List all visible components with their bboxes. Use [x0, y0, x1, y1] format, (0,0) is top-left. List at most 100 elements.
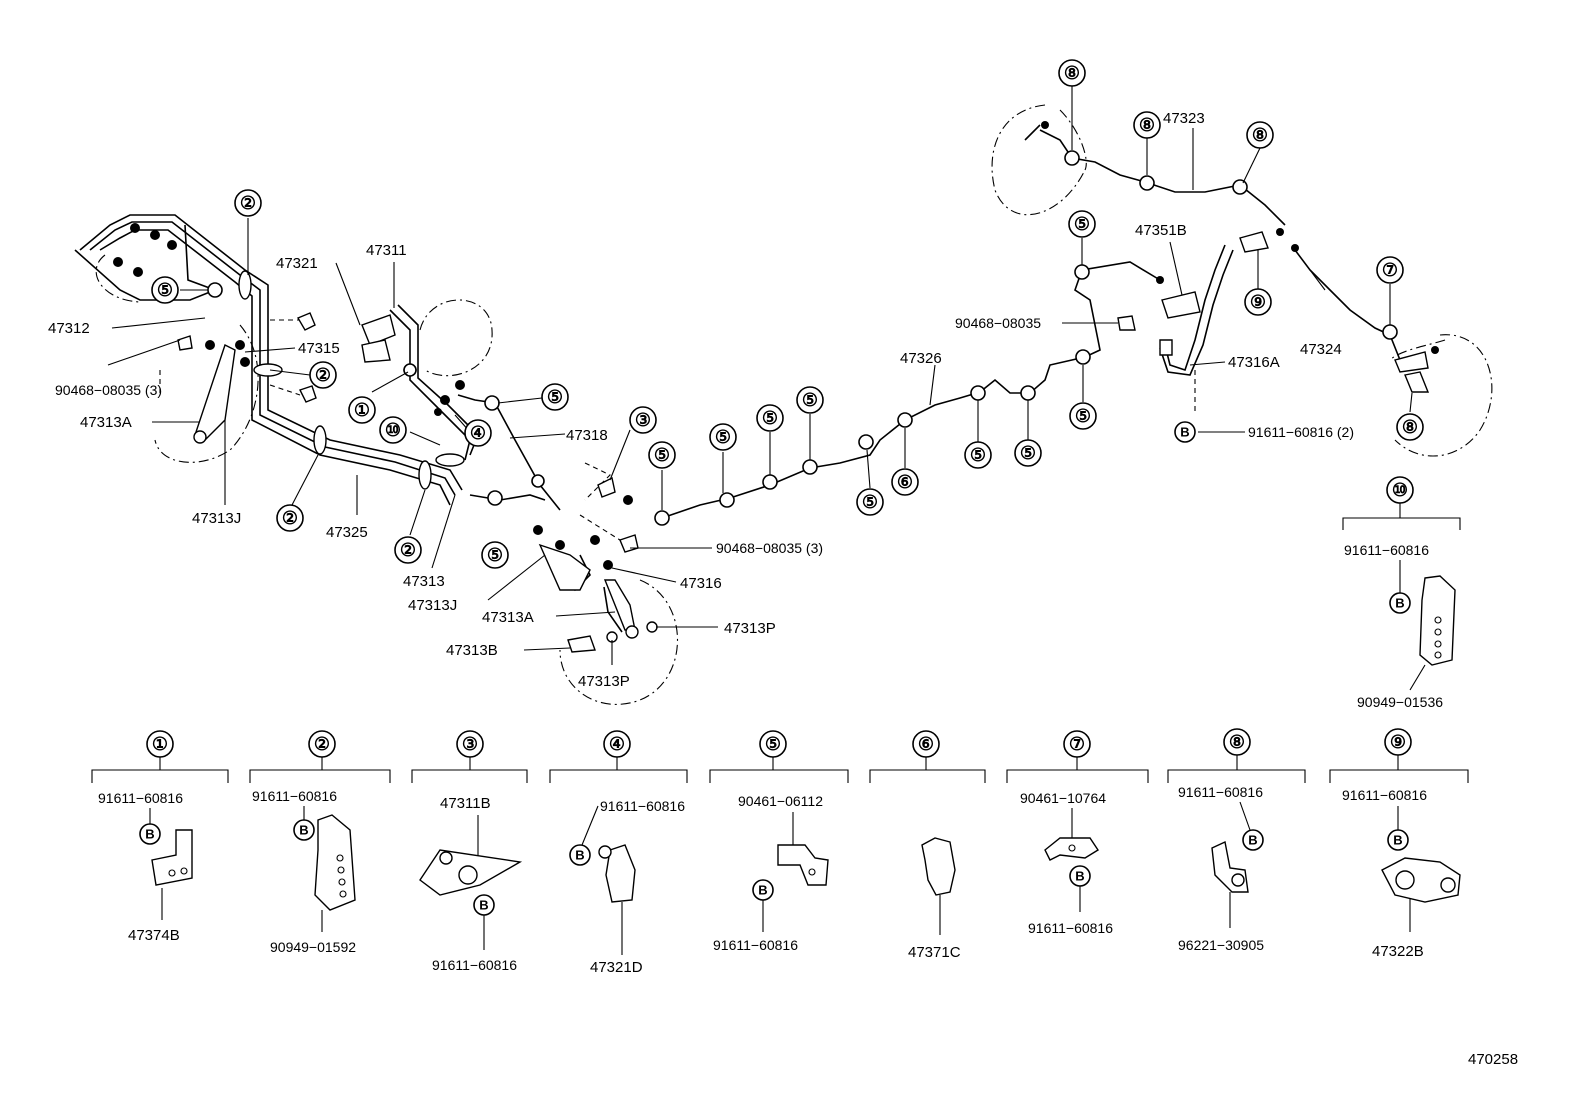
main-part-labels: 47312 90468−08035 (3) 47313A 47313J 4731… — [48, 110, 1354, 690]
svg-text:②: ② — [314, 734, 330, 754]
svg-text:⑨: ⑨ — [1390, 732, 1406, 752]
callout-2: ② — [234, 189, 262, 217]
svg-text:⑤: ⑤ — [765, 734, 781, 754]
svg-text:④: ④ — [470, 423, 486, 443]
main-callouts: ② ⑤ ② ① ⑩ ④ ⑤ ③ ⑤ ⑤ ⑤ ⑤ ⑤ ⑥ ⑤ ⑤ ⑤ ⑤ ② ② … — [151, 59, 1424, 569]
part-label-47316a: 47316A — [1228, 354, 1280, 371]
svg-text:⑤: ⑤ — [654, 445, 670, 465]
callout-7: ⑦ — [1376, 256, 1404, 284]
svg-text:⑤: ⑤ — [715, 427, 731, 447]
detail-group-2: ② 91611−60816 B 90949−01592 — [249, 730, 391, 955]
svg-text:B: B — [1393, 833, 1402, 848]
svg-text:⑩: ⑩ — [385, 420, 401, 440]
part-label-47318: 47318 — [566, 427, 608, 444]
svg-text:⑧: ⑧ — [1229, 732, 1245, 752]
svg-text:⑤: ⑤ — [762, 408, 778, 428]
svg-text:⑥: ⑥ — [918, 734, 934, 754]
svg-text:47322B: 47322B — [1372, 943, 1424, 960]
svg-text:⑤: ⑤ — [1074, 214, 1090, 234]
svg-text:②: ② — [240, 193, 256, 213]
part-label-47312: 47312 — [48, 320, 90, 337]
part-label-47313a: 47313A — [80, 414, 132, 431]
svg-text:③: ③ — [462, 734, 478, 754]
callout-8: ⑧ — [1133, 111, 1161, 139]
svg-text:②: ② — [282, 508, 298, 528]
part-label-90468-08035-3: 90468−08035 (3) — [55, 382, 162, 398]
svg-text:⑧: ⑧ — [1139, 115, 1155, 135]
svg-text:90461−10764: 90461−10764 — [1020, 790, 1106, 806]
pipe-clips — [207, 150, 1398, 526]
part-label-47323: 47323 — [1163, 110, 1205, 127]
svg-text:91611−60816: 91611−60816 — [252, 788, 337, 804]
part-label-47313: 47313 — [403, 573, 445, 590]
callout-2: ② — [394, 536, 422, 564]
part-label-47325: 47325 — [326, 524, 368, 541]
svg-text:91611−60816: 91611−60816 — [98, 790, 183, 806]
svg-text:⑤: ⑤ — [862, 492, 878, 512]
bolt-callout: B — [1174, 421, 1196, 443]
callout-3: ③ — [629, 406, 657, 434]
callout-5: ⑤ — [481, 541, 509, 569]
detail-group-8: ⑧ 91611−60816 B 96221−30905 — [1167, 728, 1306, 953]
part-label-47313b: 47313B — [446, 642, 498, 659]
svg-text:⑧: ⑧ — [1402, 417, 1418, 437]
svg-text:⑤: ⑤ — [1020, 443, 1036, 463]
svg-text:③: ③ — [635, 410, 651, 430]
callout-5: ⑤ — [151, 276, 179, 304]
svg-text:91611−60816: 91611−60816 — [600, 798, 685, 814]
part-label-47326: 47326 — [900, 350, 942, 367]
detail-group-10: ⑩ 91611−60816 B 90949−01536 — [1342, 476, 1461, 710]
svg-text:⑧: ⑧ — [1252, 125, 1268, 145]
callout-5: ⑤ — [1014, 439, 1042, 467]
svg-text:91611−60816: 91611−60816 — [1028, 920, 1113, 936]
svg-text:②: ② — [400, 540, 416, 560]
svg-text:B: B — [299, 823, 308, 838]
callout-4: ④ — [464, 419, 492, 447]
part-label-47313j-lower: 47313J — [408, 597, 457, 614]
boundary-outlines — [95, 104, 1493, 705]
svg-text:47311B: 47311B — [440, 795, 491, 812]
part-label-47324: 47324 — [1300, 341, 1342, 358]
callout-8: ⑧ — [1396, 413, 1424, 441]
detail-group-7: ⑦ 90461−10764 B 91611−60816 — [1006, 730, 1149, 936]
detail-group-6: ⑥ 47371C — [869, 730, 986, 961]
svg-text:B: B — [1248, 833, 1257, 848]
callout-5: ⑤ — [709, 423, 737, 451]
svg-text:②: ② — [315, 365, 331, 385]
svg-text:⑤: ⑤ — [1075, 406, 1091, 426]
svg-text:90461−06112: 90461−06112 — [738, 793, 823, 809]
svg-text:B: B — [1395, 596, 1404, 611]
part-label-47311: 47311 — [366, 242, 407, 259]
svg-text:⑤: ⑤ — [547, 387, 563, 407]
svg-text:47321D: 47321D — [590, 959, 643, 976]
part-label-47313a-lower: 47313A — [482, 609, 534, 626]
callout-1: ① — [348, 396, 376, 424]
callout-5: ⑤ — [541, 383, 569, 411]
svg-text:⑤: ⑤ — [157, 280, 173, 300]
svg-text:96221−30905: 96221−30905 — [1178, 937, 1264, 953]
svg-text:①: ① — [354, 400, 370, 420]
svg-text:47371C: 47371C — [908, 944, 961, 961]
callout-5: ⑤ — [1069, 402, 1097, 430]
detail-group-9: ⑨ 91611−60816 B 47322B — [1329, 728, 1469, 960]
svg-text:①: ① — [152, 734, 168, 754]
svg-text:91611−60816: 91611−60816 — [1342, 787, 1427, 803]
callout-2: ② — [276, 504, 304, 532]
svg-text:⑧: ⑧ — [1064, 63, 1080, 83]
svg-text:⑨: ⑨ — [1250, 292, 1266, 312]
svg-text:B: B — [145, 827, 154, 842]
callout-5: ⑤ — [856, 488, 884, 516]
svg-text:⑤: ⑤ — [802, 390, 818, 410]
svg-text:④: ④ — [609, 734, 625, 754]
part-label-47351b: 47351B — [1135, 222, 1187, 239]
callout-5: ⑤ — [964, 441, 992, 469]
svg-text:B: B — [479, 898, 488, 913]
part-label-91611-60816-2: 91611−60816 (2) — [1248, 424, 1354, 440]
svg-text:B: B — [758, 883, 767, 898]
fittings — [113, 121, 1439, 653]
callout-5: ⑤ — [1068, 210, 1096, 238]
svg-text:91611−60816: 91611−60816 — [1344, 542, 1429, 558]
svg-text:91611−60816: 91611−60816 — [432, 957, 517, 973]
svg-text:47374B: 47374B — [128, 927, 180, 944]
